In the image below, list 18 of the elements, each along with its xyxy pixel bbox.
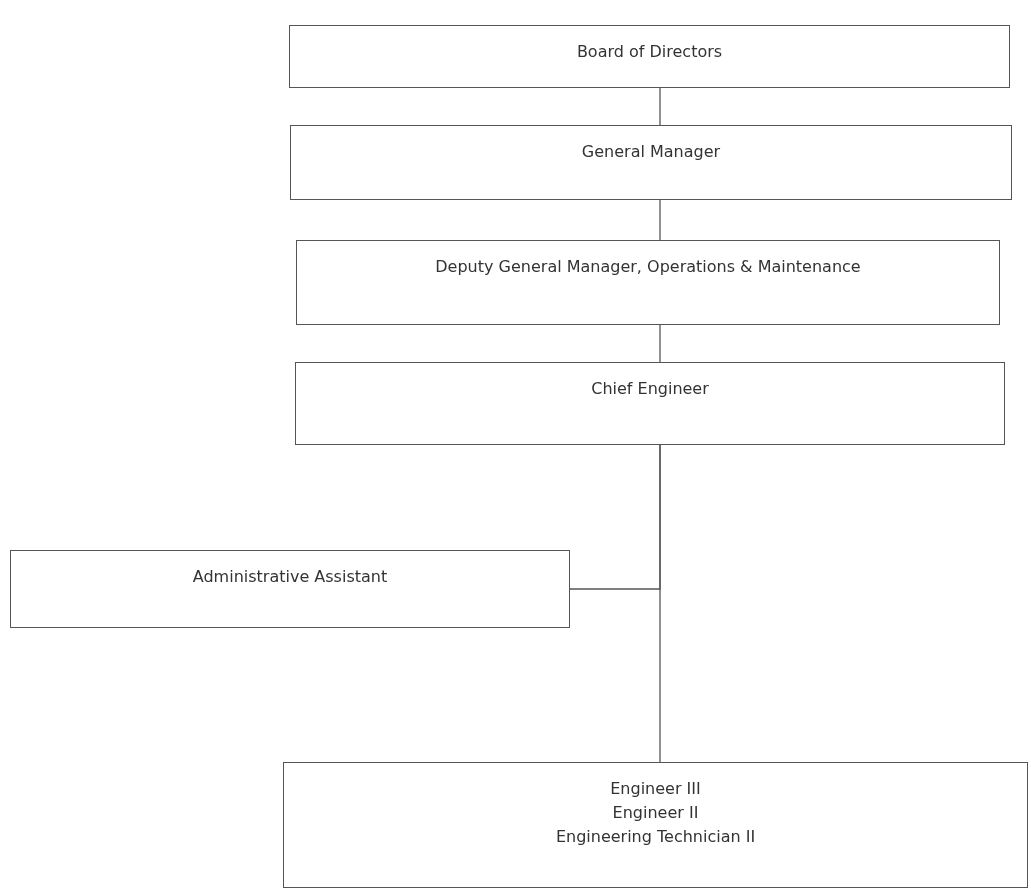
role-title: Board of Directors xyxy=(576,41,723,63)
role-box xyxy=(296,240,1000,325)
role-box xyxy=(10,550,570,628)
connector-line xyxy=(659,199,661,241)
role-box xyxy=(295,362,1005,445)
role-title: Engineer III xyxy=(610,778,701,800)
role-box xyxy=(283,762,1028,888)
role-title: Chief Engineer xyxy=(591,378,709,400)
role-title: General Manager xyxy=(581,141,721,163)
connector-line xyxy=(659,324,661,363)
role-title: Administrative Assistant xyxy=(192,566,388,588)
connector-line xyxy=(569,444,661,590)
role-box xyxy=(290,125,1012,200)
role-box xyxy=(289,25,1010,88)
connector-line xyxy=(659,87,661,126)
role-title: Engineering Technician II xyxy=(555,826,756,848)
role-title: Engineer II xyxy=(612,802,699,824)
role-title: Deputy General Manager, Operations & Maintenance xyxy=(435,256,861,278)
